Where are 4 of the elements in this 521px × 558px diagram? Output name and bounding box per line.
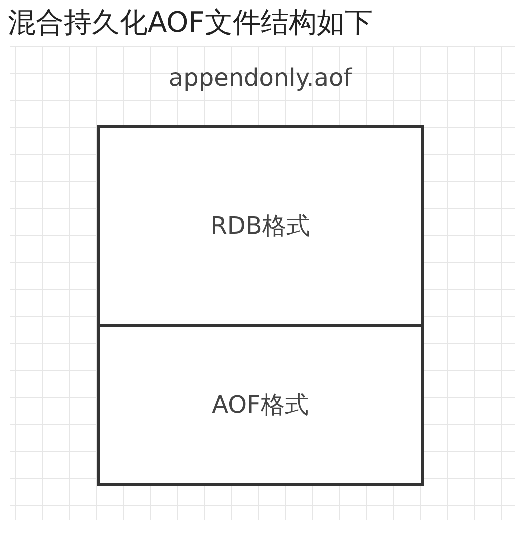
- section-label: AOF格式: [212, 390, 309, 421]
- section-label: RDB格式: [210, 211, 310, 242]
- file-name: appendonly.aof: [168, 64, 354, 92]
- title: 混合持久化AOF文件结构如下: [8, 5, 373, 41]
